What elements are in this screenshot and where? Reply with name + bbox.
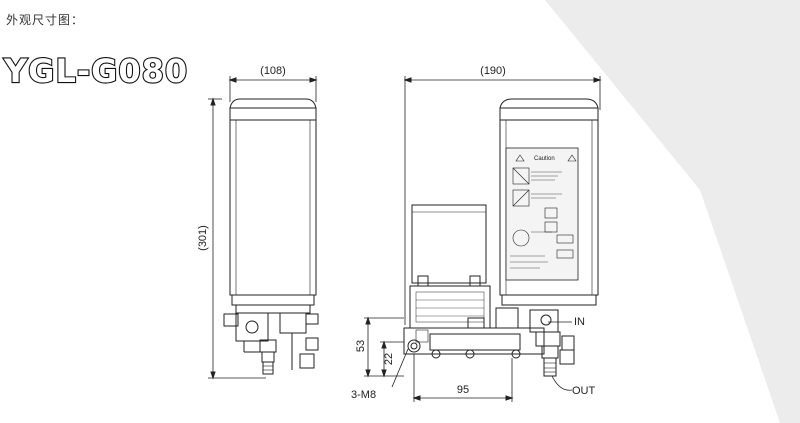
caution-label-text: Caution — [534, 156, 555, 162]
side-view: (190) Caution — [351, 65, 602, 402]
height-label: (301) — [197, 225, 209, 251]
dimension-drawing-header: 外观尺寸图： — [6, 13, 85, 27]
mount-holes-label: 3-M8 — [351, 389, 376, 401]
base-height-label: 53 — [355, 340, 367, 352]
front-width-label: (108) — [260, 65, 286, 77]
base-span-label: 95 — [457, 384, 469, 396]
port-out-label: OUT — [572, 385, 596, 397]
caution-label: Caution — [505, 147, 579, 281]
front-view: (108) (301) — [197, 65, 319, 380]
port-in-label: IN — [574, 316, 585, 328]
model-name: YGL-G080 — [3, 51, 189, 91]
port-height-label: 22 — [383, 353, 395, 365]
side-width-label: (190) — [480, 65, 506, 77]
